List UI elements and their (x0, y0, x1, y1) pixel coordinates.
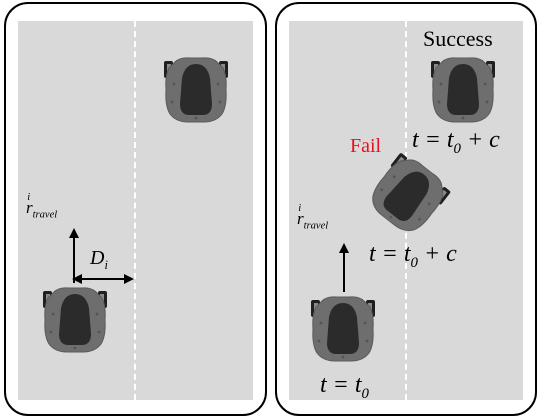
distance-label: Di (90, 247, 108, 272)
time-start-label: t = t0 (320, 372, 369, 402)
success-label: Success (423, 26, 493, 51)
robot-icon (310, 296, 376, 362)
reward-travel-label: rtraveli (297, 203, 329, 232)
reward-arrow (339, 243, 349, 292)
lane-divider-line (134, 21, 136, 400)
reward-arrow (69, 228, 79, 283)
fail-label: Fail (350, 135, 382, 157)
right-panel: Success t = t0 + c Fail t = t0 + c rtrav… (275, 2, 537, 416)
left-panel: rtraveli Di (4, 2, 267, 416)
robot-icon (42, 287, 108, 353)
distance-arrow (72, 274, 134, 284)
time-success-label: t = t0 + c (412, 127, 500, 157)
robot-icon (163, 57, 229, 123)
robot-icon (430, 57, 496, 123)
reward-travel-label: rtraveli (26, 192, 58, 221)
time-fail-label: t = t0 + c (369, 241, 457, 271)
